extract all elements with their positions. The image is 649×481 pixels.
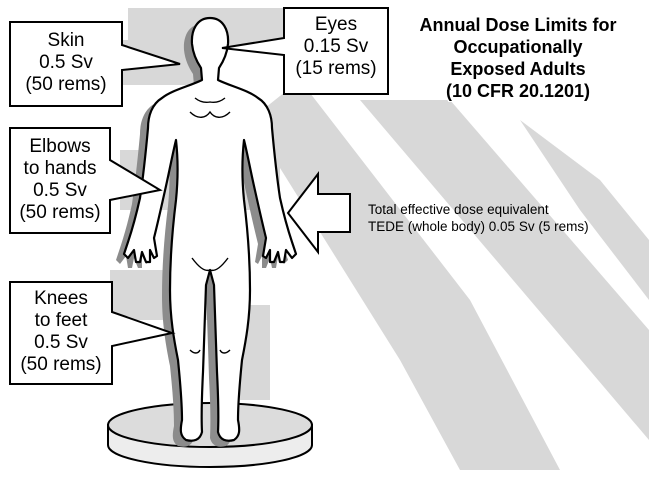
elbows-callout: Elbows to hands 0.5 Sv (50 rems) <box>10 136 110 224</box>
eyes-label: Eyes <box>284 14 388 36</box>
title-line-3: Exposed Adults <box>398 58 638 80</box>
skin-callout: Skin 0.5 Sv (50 rems) <box>10 30 122 96</box>
tede-label: Total effective dose equivalent TEDE (wh… <box>368 201 649 235</box>
knees-callout: Knees to feet 0.5 Sv (50 rems) <box>10 288 112 376</box>
eyes-dose-rems: (15 rems) <box>284 58 388 80</box>
elbows-label: Elbows <box>10 136 110 158</box>
skin-dose-sv: 0.5 Sv <box>10 52 122 74</box>
elbows-label-2: to hands <box>10 158 110 180</box>
platform <box>108 403 312 467</box>
knees-label: Knees <box>10 288 112 310</box>
skin-dose-rems: (50 rems) <box>10 74 122 96</box>
knees-dose-sv: 0.5 Sv <box>10 332 112 354</box>
skin-label: Skin <box>10 30 122 52</box>
elbows-dose-sv: 0.5 Sv <box>10 180 110 202</box>
tede-line-2: TEDE (whole body) 0.05 Sv (5 rems) <box>368 218 649 235</box>
eyes-callout: Eyes 0.15 Sv (15 rems) <box>284 14 388 80</box>
title-line-2: Occupationally <box>398 36 638 58</box>
diagram-title: Annual Dose Limits for Occupationally Ex… <box>398 14 638 102</box>
elbows-dose-rems: (50 rems) <box>10 202 110 224</box>
title-line-4: (10 CFR 20.1201) <box>398 80 638 102</box>
eyes-dose-sv: 0.15 Sv <box>284 36 388 58</box>
title-line-1: Annual Dose Limits for <box>398 14 638 36</box>
tede-line-1: Total effective dose equivalent <box>368 201 649 218</box>
knees-dose-rems: (50 rems) <box>10 354 112 376</box>
knees-label-2: to feet <box>10 310 112 332</box>
